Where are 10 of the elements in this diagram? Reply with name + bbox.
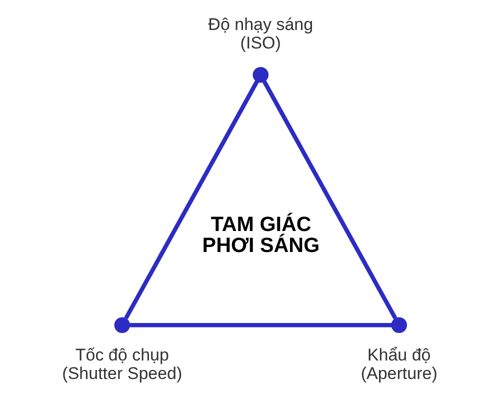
label: TAM GIÁC PHƠI SÁNG [202, 213, 320, 257]
node-circle [252, 67, 269, 83]
connector [130, 322, 392, 328]
node-circle [114, 317, 130, 333]
node-circle [391, 317, 407, 333]
connector [124, 80, 259, 320]
node-label: Tốc độ chụp (Shutter Speed) [62, 346, 182, 383]
connector [262, 80, 398, 320]
node-label: Độ nhạy sáng (ISO) [208, 15, 314, 52]
node-label: Khẩu độ (Aperture) [360, 346, 438, 383]
